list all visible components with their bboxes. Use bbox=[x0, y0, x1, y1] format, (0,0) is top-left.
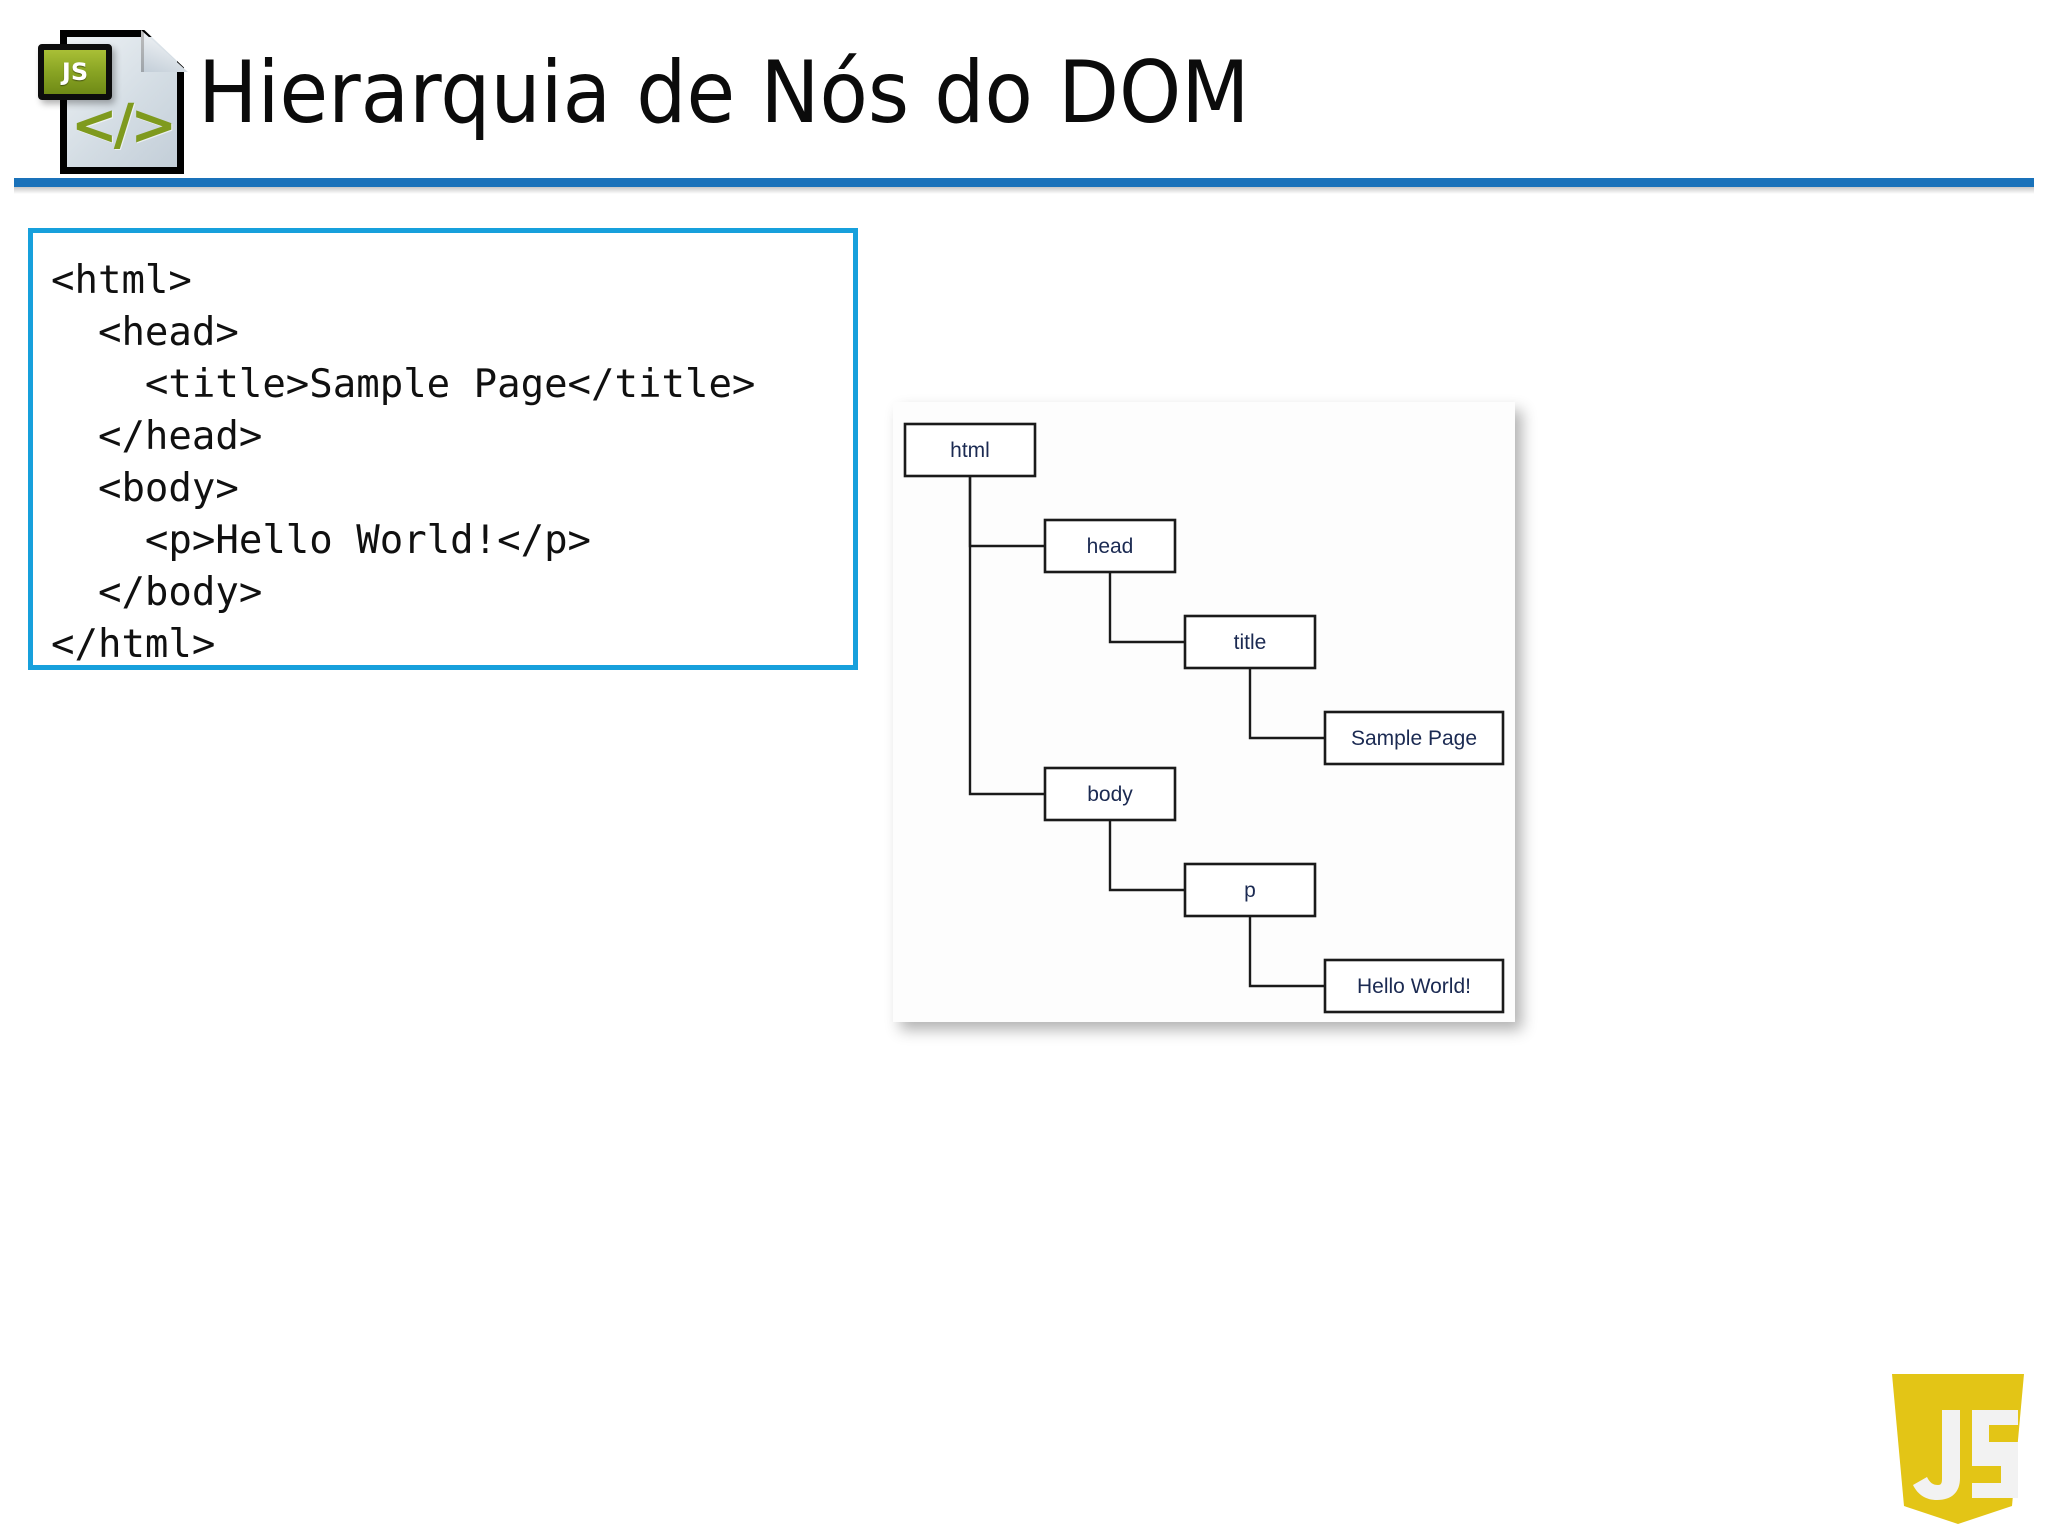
dom-tree-edge bbox=[1248, 916, 1325, 988]
dom-tree-node-box bbox=[1043, 518, 1177, 574]
code-brackets-icon: </> bbox=[70, 92, 177, 158]
dom-tree-edge bbox=[1248, 668, 1325, 740]
dom-tree-node-label: body bbox=[1087, 783, 1133, 806]
dom-tree-edge bbox=[968, 476, 1045, 796]
dom-tree-node-label: html bbox=[950, 439, 990, 462]
dom-tree-edge bbox=[1108, 820, 1185, 892]
js-badge-icon: JS bbox=[38, 44, 112, 100]
dom-tree-node-body: body bbox=[1043, 766, 1177, 822]
dom-tree-node-html: html bbox=[903, 422, 1037, 478]
dom-tree-node-sample-page: Sample Page bbox=[1323, 710, 1505, 766]
dom-tree-node-p: p bbox=[1183, 862, 1317, 918]
dom-tree-edge bbox=[1108, 572, 1185, 644]
dom-tree-node-box bbox=[1323, 710, 1505, 766]
javascript-shield-icon bbox=[1892, 1374, 2024, 1524]
html-code-panel: <html> <head> <title>Sample Page</title>… bbox=[28, 228, 858, 670]
header-divider-rule bbox=[14, 178, 2034, 187]
dom-tree-node-label: Hello World! bbox=[1357, 975, 1471, 998]
dom-tree-edge bbox=[968, 476, 1045, 548]
dom-tree-node-box bbox=[1183, 862, 1317, 918]
dom-tree-node-title: title bbox=[1183, 614, 1317, 670]
html-code-listing: <html> <head> <title>Sample Page</title>… bbox=[51, 258, 756, 667]
dom-tree-node-box bbox=[1183, 614, 1317, 670]
page-title: Hierarquia de Nós do DOM bbox=[198, 43, 1250, 143]
dom-tree-node-box bbox=[1043, 766, 1177, 822]
dom-tree-node-hello-world: Hello World! bbox=[1323, 958, 1505, 1014]
dom-tree-node-head: head bbox=[1043, 518, 1177, 574]
dom-tree-node-label: head bbox=[1087, 535, 1134, 558]
dom-tree-node-box bbox=[903, 422, 1037, 478]
dom-tree-edges bbox=[968, 476, 1325, 988]
dom-tree-node-box bbox=[1323, 958, 1505, 1014]
dom-tree-node-label: title bbox=[1234, 631, 1267, 654]
header-divider-shadow bbox=[14, 187, 2034, 194]
slide-header: </> JS Hierarquia de Nós do DOM bbox=[0, 0, 2048, 240]
dom-tree-node-label: Sample Page bbox=[1351, 727, 1477, 750]
dom-tree-node-label: p bbox=[1244, 879, 1256, 902]
javascript-logo bbox=[1884, 1374, 2032, 1524]
js-file-icon: </> JS bbox=[38, 22, 208, 182]
